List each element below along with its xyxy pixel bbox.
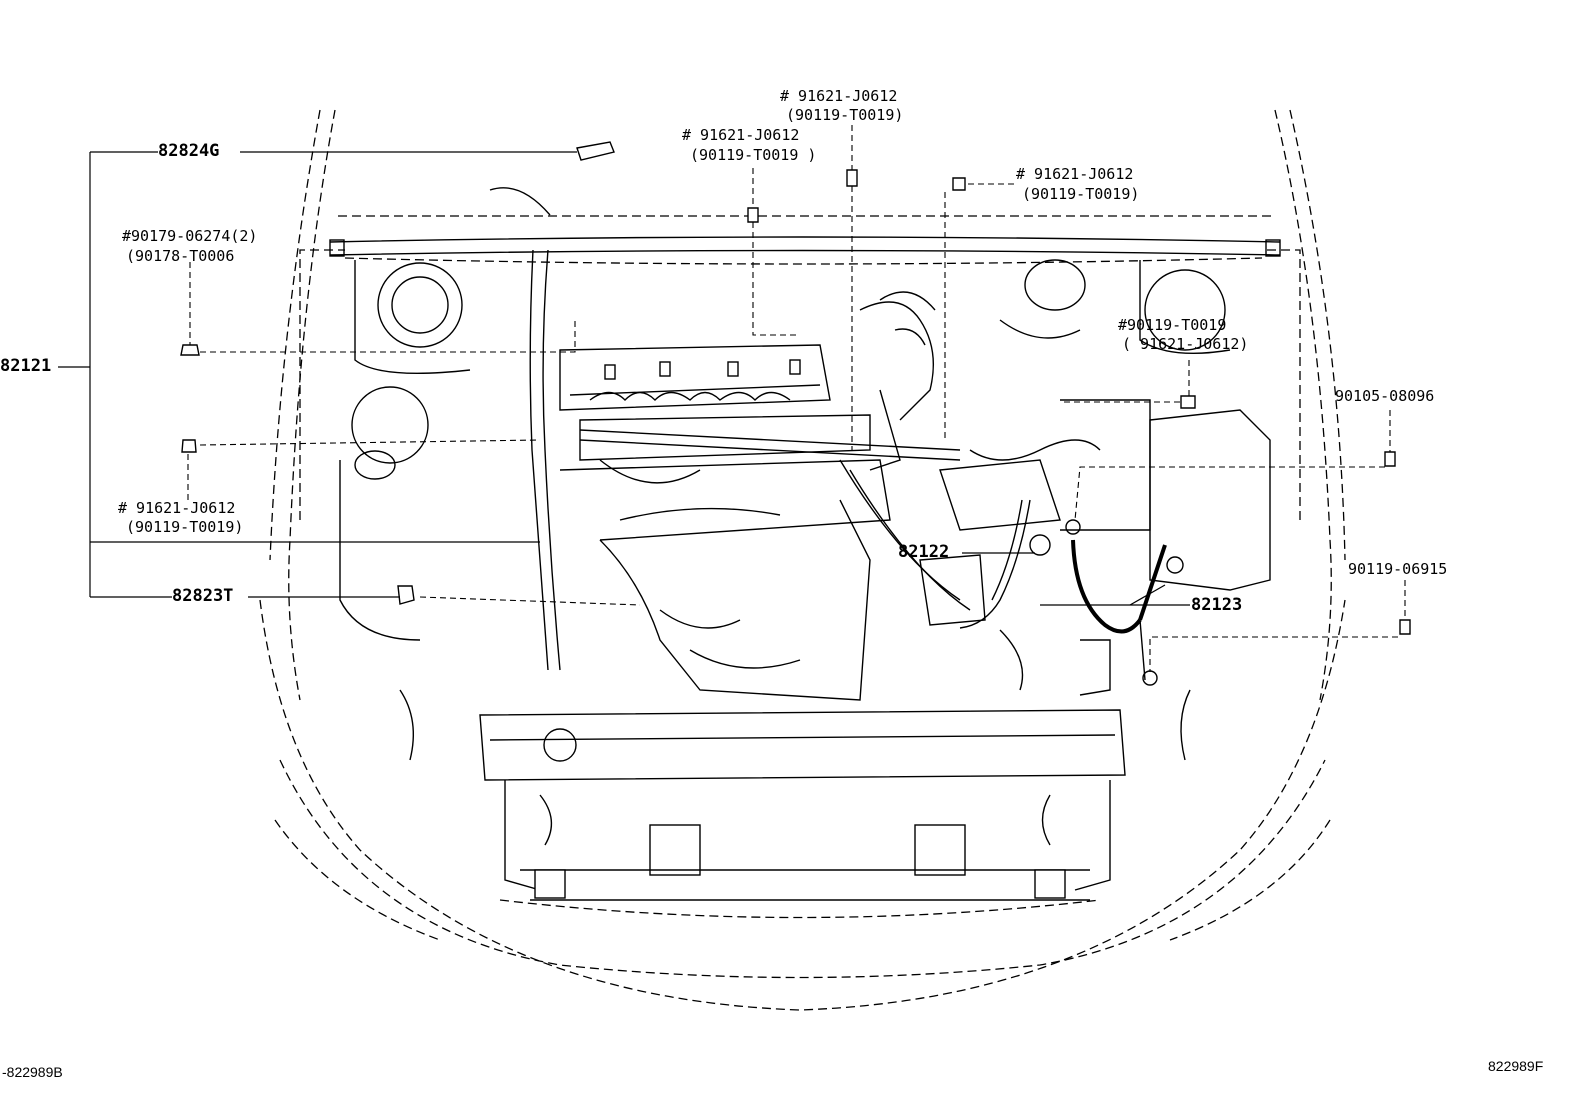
fastener-label-left-bottom: # 91621-J0612 (118, 499, 236, 517)
fastener-glyphs (180, 141, 1411, 635)
fastener-label-right: #90119-T0019 (1118, 316, 1227, 334)
fastener-label-center-left-alt: (90119-T0019 ) (690, 146, 817, 164)
fastener-label-left-top-alt: (90178-T0006 (126, 247, 235, 265)
fastener-label-center-top-alt: (90119-T0019) (786, 106, 904, 124)
right-strut-tower (999, 259, 1231, 354)
leader-lines (58, 125, 1406, 672)
figure-code-left: -822989B (2, 1064, 63, 1080)
fastener-label-center-right: # 91621-J0612 (1016, 165, 1134, 183)
battery-cables (959, 499, 1184, 686)
fastener-label-right-alt: ( 91621-J0612) (1122, 335, 1249, 353)
left-strut-tower (339, 260, 471, 641)
fastener-label-90119-06915: 90119-06915 (1348, 560, 1448, 578)
fastener-label-center-left: # 91621-J0612 (682, 126, 800, 144)
fastener-label-center-right-alt: (90119-T0019) (1022, 185, 1140, 203)
radiator-support (399, 689, 1191, 901)
engine-block (559, 344, 891, 701)
fastener-label-90105-08096: 90105-08096 (1335, 387, 1435, 405)
part-label-82823T: 82823T (172, 586, 234, 606)
wire-harness (489, 187, 1101, 671)
intake-hose (859, 291, 936, 471)
part-label-82824G: 82824G (158, 141, 220, 161)
cowl-panel (329, 236, 1281, 257)
part-label-82122: 82122 (898, 542, 950, 562)
fastener-label-left-bottom-alt: (90119-T0019) (126, 518, 244, 536)
figure-code-right: 822989F (1488, 1058, 1544, 1074)
part-label-82123: 82123 (1191, 595, 1243, 615)
fastener-label-center-top: # 91621-J0612 (780, 87, 898, 105)
battery-area (919, 399, 1271, 696)
fastener-label-left-top: #90179-06274(2) (122, 227, 258, 245)
part-label-82121: 82121 (0, 356, 52, 376)
car-body-outline (259, 109, 1346, 1011)
